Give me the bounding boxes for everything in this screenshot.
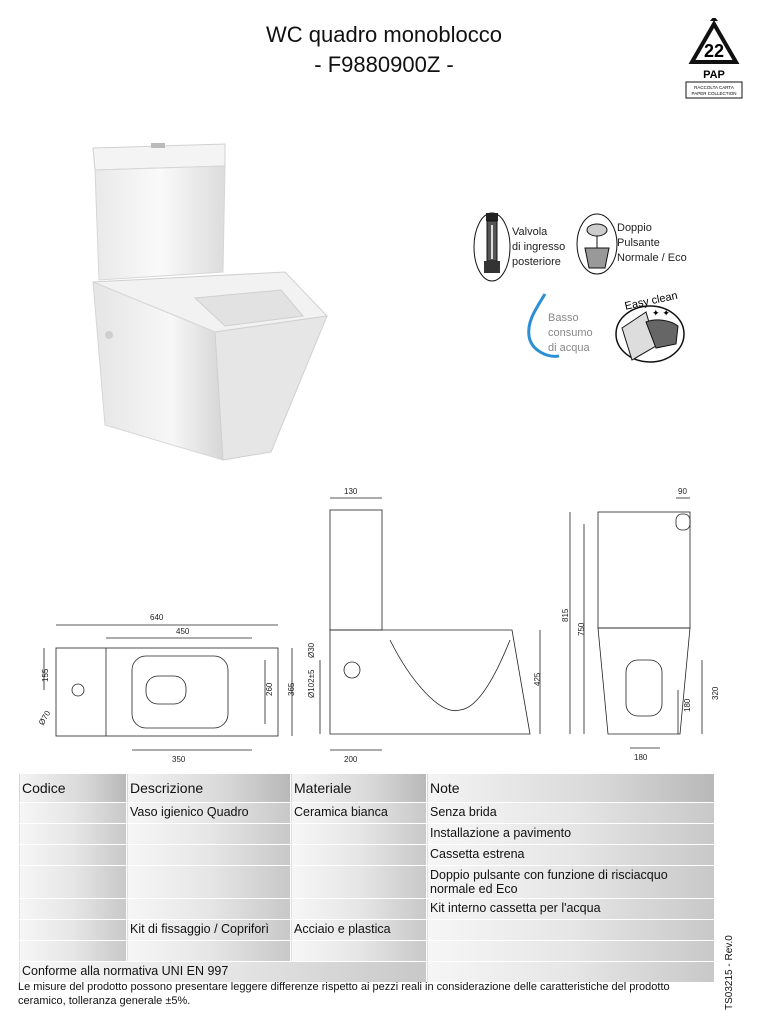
product-code: - F9880900Z - [314, 52, 454, 77]
dim-200: 200 [344, 755, 358, 764]
dim-phi102: Ø102±5 [307, 669, 316, 698]
header-descrizione: Descrizione [126, 773, 291, 803]
easy-clean-icon: Easy clean ✦ ✦ [612, 282, 692, 372]
dim-155: 155 [41, 668, 50, 682]
conformity-text: Conforme alla normativa UNI EN 997 [18, 961, 427, 983]
dim-130: 130 [344, 487, 358, 496]
svg-text:PAPER COLLECTION: PAPER COLLECTION [692, 91, 737, 96]
dim-180-v: 180 [683, 698, 692, 712]
dim-90: 90 [678, 487, 687, 496]
svg-text:RACCOLTA CARTA: RACCOLTA CARTA [694, 85, 734, 90]
table-row: Cassetta estrena [18, 844, 715, 866]
table-row: Doppio pulsante con funzione di risciacq… [18, 865, 715, 899]
dim-750: 750 [577, 622, 586, 636]
dim-365: 365 [287, 682, 296, 696]
product-photo [85, 140, 335, 470]
dim-425: 425 [533, 672, 542, 686]
dim-phi70: Ø70 [37, 709, 53, 727]
recycle-label: PAP [703, 69, 725, 81]
dim-180-h: 180 [634, 753, 648, 762]
dual-button-icon [575, 208, 619, 278]
dim-phi30: Ø30 [307, 642, 316, 658]
spec-table: Codice Descrizione Materiale Note Vaso i… [18, 773, 715, 983]
revision-code: TS03215 - Rev.0 [724, 935, 735, 1010]
technical-drawings: 640 450 155 Ø70 260 365 350 130 Ø30 Ø102… [30, 480, 750, 770]
dim-815: 815 [561, 608, 570, 622]
valve-icon [472, 205, 512, 285]
dim-350: 350 [172, 755, 186, 764]
table-row: Installazione a pavimento [18, 823, 715, 845]
dim-450: 450 [176, 627, 190, 636]
product-title: WC quadro monoblocco [265, 22, 502, 47]
dim-260: 260 [265, 682, 274, 696]
header-note: Note [426, 773, 715, 803]
table-row: Kit interno cassetta per l'acqua [18, 898, 715, 920]
svg-text:✦ ✦: ✦ ✦ [652, 309, 670, 319]
conformity-row: Conforme alla normativa UNI EN 997 [18, 961, 715, 983]
table-header-row: Codice Descrizione Materiale Note [18, 773, 715, 803]
tolerance-note: Le misure del prodotto possono presentar… [18, 981, 670, 1007]
header-materiale: Materiale [290, 773, 427, 803]
dim-320: 320 [711, 686, 720, 700]
dim-640: 640 [150, 613, 164, 622]
recycle-logo: 22 PAP RACCOLTA CARTA PAPER COLLECTION [680, 16, 748, 102]
recycle-number: 22 [704, 41, 724, 61]
table-row [18, 940, 715, 962]
water-drop-icon [525, 290, 595, 362]
header-codice: Codice [18, 773, 127, 803]
